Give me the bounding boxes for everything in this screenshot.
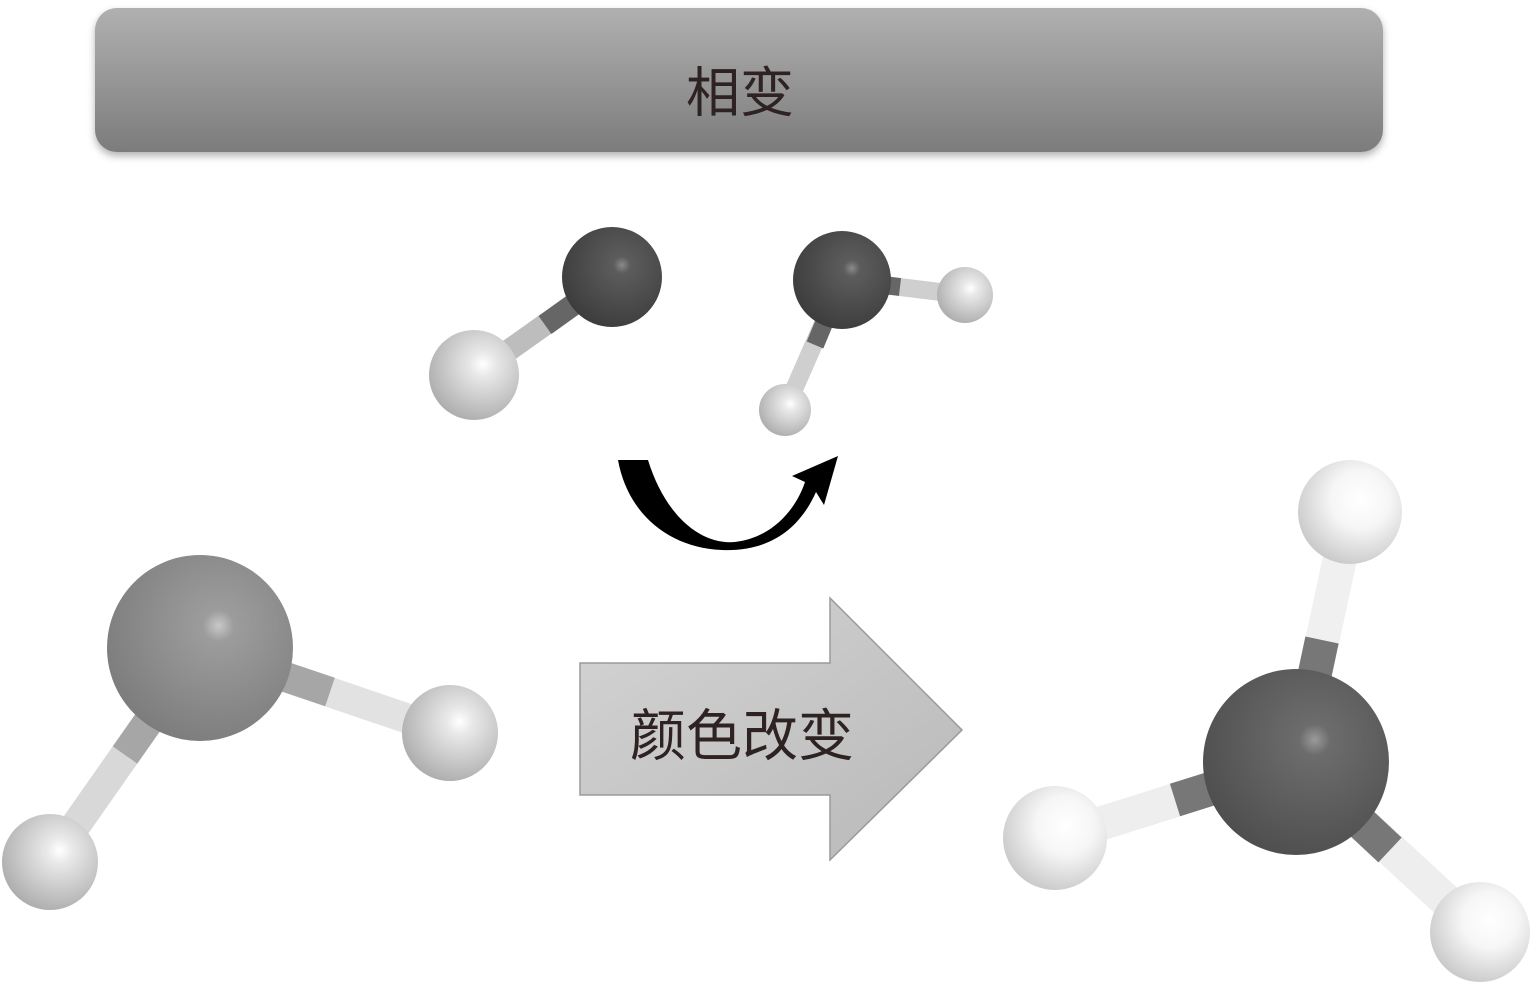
molecule-top-right	[759, 231, 993, 436]
hydrogen-atom	[2, 814, 98, 910]
molecule-bottom-right	[1003, 460, 1530, 982]
hydrogen-atom	[1430, 882, 1530, 982]
header-bar	[95, 8, 1383, 152]
oxygen-atom	[793, 231, 891, 329]
header-title: 相变	[686, 61, 794, 125]
molecule-bottom-left	[2, 555, 498, 910]
molecule-top-left	[429, 227, 662, 420]
color-change-arrow	[579, 596, 964, 862]
central-atom	[1203, 669, 1389, 855]
hydrogen-atom	[429, 330, 519, 420]
arrow-label: 颜色改变	[630, 704, 854, 770]
hydrogen-atom	[759, 384, 811, 436]
hydrogen-atom	[402, 685, 498, 781]
hydrogen-atom	[1003, 786, 1107, 890]
hydrogen-atom	[1298, 460, 1402, 564]
central-atom	[107, 555, 293, 741]
curved-arrow-icon	[618, 456, 838, 551]
hydrogen-atom	[937, 267, 993, 323]
oxygen-atom	[562, 227, 662, 327]
